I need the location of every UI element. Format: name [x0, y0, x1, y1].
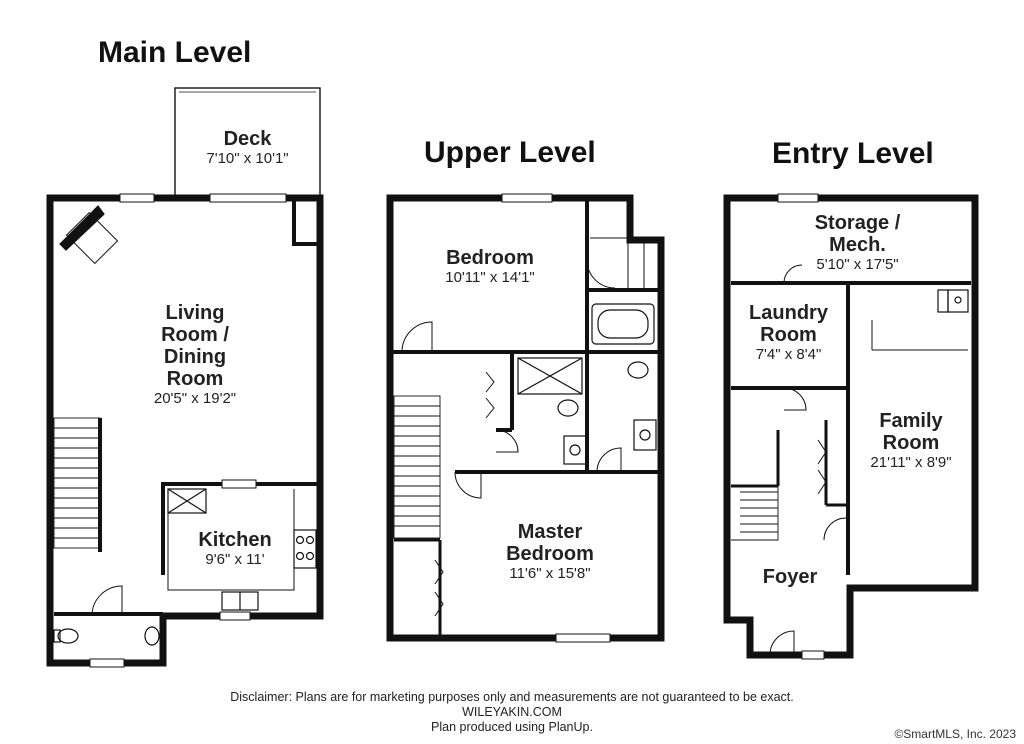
room-label-foyer: Foyer: [745, 566, 835, 588]
room-label-bedroom: Bedroom 10'11" x 14'1": [405, 247, 575, 286]
room-name: Room: [166, 368, 224, 390]
room-name: Room /: [161, 324, 229, 346]
toilet-icon: [627, 361, 649, 379]
stove-icon: [293, 529, 317, 569]
window: [209, 193, 287, 203]
room-name: Family: [879, 410, 943, 432]
room-name: Bedroom: [446, 247, 534, 269]
entry-level-title: Entry Level: [772, 137, 934, 170]
room-label-kitchen: Kitchen 9'6" x 11': [180, 529, 290, 568]
bathtub-icon: [591, 303, 655, 345]
room-label-laundry: Laundry Room 7'4" x 8'4": [731, 302, 846, 363]
room-name: Mech.: [829, 234, 886, 256]
room-name: Deck: [223, 128, 272, 150]
sink-icon: [947, 289, 969, 313]
main-level-outer-wall: [46, 194, 324, 667]
room-name: Kitchen: [198, 529, 272, 551]
room-label-living-dining: Living Room / Dining Room 20'5" x 19'2": [105, 302, 285, 407]
room-dimensions: 20'5" x 19'2": [153, 390, 237, 407]
room-dimensions: 21'11" x 8'9": [870, 454, 952, 471]
window: [219, 611, 251, 621]
website-text: WILEYAKIN.COM: [462, 705, 562, 719]
shower-icon: [517, 357, 583, 395]
room-name: Laundry: [749, 302, 828, 324]
window: [801, 650, 825, 660]
room-label-family-room: Family Room 21'11" x 8'9": [852, 410, 970, 471]
main-level-plan: [46, 87, 324, 668]
room-name: Foyer: [762, 566, 818, 588]
main-stairs: [53, 417, 101, 549]
room-name: Dining: [163, 346, 227, 368]
pantry: [167, 488, 207, 514]
room-label-master-bedroom: Master Bedroom 11'6" x 15'8": [460, 521, 640, 582]
room-name: Room: [760, 324, 817, 346]
room-dimensions: 5'10" x 17'5": [816, 256, 899, 273]
disclaimer-text: Disclaimer: Plans are for marketing purp…: [230, 690, 794, 704]
window: [777, 193, 819, 203]
toilet-icon: [57, 628, 79, 644]
window: [555, 633, 611, 643]
upper-level-plan: [386, 193, 665, 643]
entry-level-plan: [723, 193, 979, 660]
window: [119, 193, 155, 203]
window: [501, 193, 553, 203]
main-level-title: Main Level: [98, 36, 252, 69]
fireplace-icon: [59, 205, 105, 251]
room-dimensions: 11'6" x 15'8": [509, 565, 591, 582]
room-name: Bedroom: [506, 543, 594, 565]
room-name: Master: [517, 521, 583, 543]
sink-icon: [144, 626, 160, 646]
produced-by-text: Plan produced using PlanUp.: [431, 720, 593, 734]
room-label-storage-mech: Storage / Mech. 5'10" x 17'5": [770, 212, 945, 273]
room-dimensions: 7'4" x 8'4": [755, 346, 822, 363]
entry-level-outer-wall: [723, 194, 979, 659]
room-name: Room: [882, 432, 940, 454]
room-dimensions: 7'10" x 10'1": [206, 150, 289, 167]
room-name: Storage /: [814, 212, 901, 234]
toilet-icon: [557, 399, 579, 417]
room-dimensions: 10'11" x 14'1": [445, 269, 535, 286]
window: [89, 658, 125, 668]
window: [221, 479, 257, 489]
sink-icon: [563, 435, 587, 465]
upper-level-title: Upper Level: [424, 136, 596, 169]
room-label-deck: Deck 7'10" x 10'1": [175, 128, 320, 167]
room-name: Living: [165, 302, 225, 324]
copyright-text: ©SmartMLS, Inc. 2023: [894, 727, 1016, 741]
room-dimensions: 9'6" x 11': [205, 551, 265, 568]
upper-stairs: [393, 395, 441, 539]
sink-icon: [633, 419, 657, 451]
upper-level-outer-wall: [386, 194, 665, 642]
entry-stairs: [731, 485, 779, 541]
